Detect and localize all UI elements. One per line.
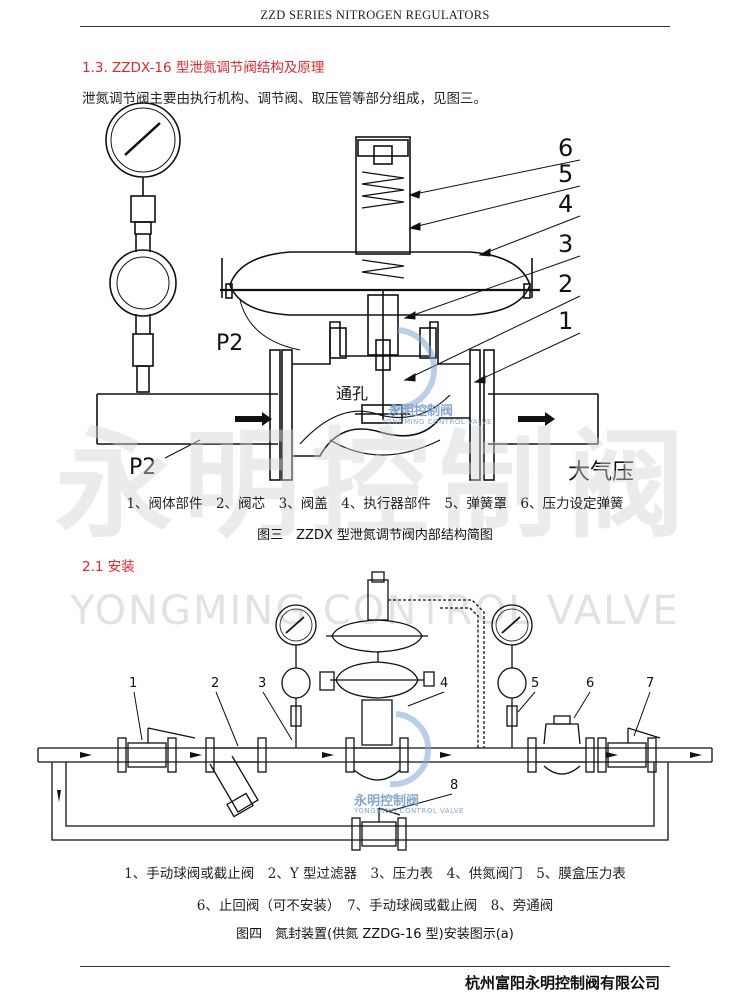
fig3-callout-1: 1 (558, 307, 574, 335)
page-header: ZZD SERIES NITROGEN REGULATORS (80, 4, 670, 27)
fig4-callout-1: 1 (129, 676, 138, 691)
fig4-callout-8: 8 (450, 778, 459, 793)
fig4-callout-2: 2 (211, 676, 220, 691)
label-p2-lower: P2 (129, 455, 157, 480)
label-atmosphere: 大气压 (568, 460, 635, 485)
fig3-callout-6: 6 (558, 134, 574, 162)
figure-3-legend: 1、阀体部件 2、阀芯 3、阀盖 4、执行器部件 5、弹簧罩 6、压力设定弹簧 (126, 496, 624, 512)
fig4-callout-7: 7 (646, 676, 655, 691)
fig4-callout-6: 6 (586, 676, 595, 691)
figure-4-legend-line-2: 6、止回阀（可不安装） 7、手动球阀或截止阀 8、旁通阀 (196, 898, 554, 914)
fig3-callout-3: 3 (558, 230, 574, 258)
figure-4-legend-line-1: 1、手动球阀或截止阀 2、Y 型过滤器 3、压力表 4、供氮阀门 5、膜盒压力表 (124, 866, 626, 882)
footer-company: 杭州富阳永明控制阀有限公司 (464, 974, 660, 992)
watermark-big-text: 永明控制阀 (54, 416, 695, 554)
fig4-callout-3: 3 (258, 676, 267, 691)
section-intro: 泄氮调节阀主要由执行机构、调节阀、取压管等部分组成，见图三。 (82, 91, 487, 107)
logo-watermark-subtext-lower: YONGMING CONTROL VALVE (354, 807, 464, 815)
section-title-1-3: 1.3. ZZDX-16 型泄氮调节阀结构及原理 (82, 60, 325, 76)
logo-watermark-subtext-upper: YONGMING CONTROL VALVE (382, 418, 492, 426)
figure-4-caption: 图四 氮封装置(供氮 ZZDG-16 型)安装图示(a) (236, 927, 514, 942)
watermark-sub-text: YONGMING CONTROL VALVE (70, 588, 680, 634)
fig3-callout-4: 4 (558, 190, 574, 218)
label-through-hole: 通孔 (336, 384, 369, 403)
fig4-callout-5: 5 (531, 676, 540, 691)
fig4-callout-4: 4 (440, 676, 449, 691)
logo-watermark-text-upper: 永明控制阀 (388, 404, 454, 419)
logo-watermark-text-lower: 永明控制阀 (354, 794, 420, 809)
footer-divider (80, 966, 670, 967)
figure-3-caption: 图三 ZZDX 型泄氮调节阀内部结构简图 (257, 528, 493, 543)
section-title-2-1: 2.1 安装 (82, 559, 135, 575)
fig3-callout-2: 2 (558, 270, 574, 298)
fig3-callout-5: 5 (558, 160, 574, 188)
label-p2-upper: P2 (216, 331, 244, 356)
